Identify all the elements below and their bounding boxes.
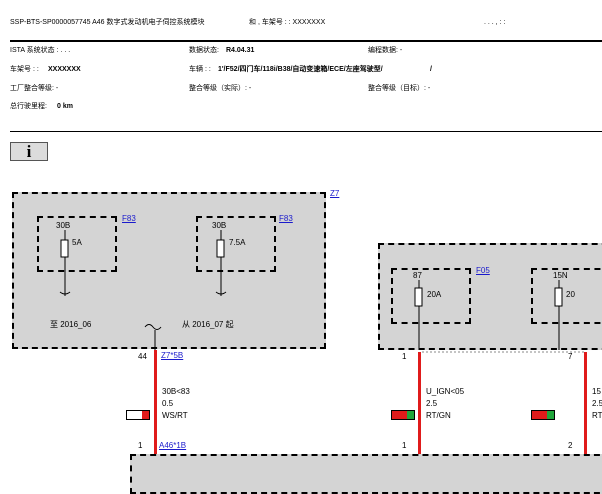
fuse-link-f05[interactable]: F05: [476, 266, 490, 275]
wire3-color-chip: [531, 410, 555, 420]
wire-2[interactable]: [418, 352, 421, 454]
doc-title-marks: . . . , : :: [484, 19, 506, 26]
until-2016-06-label: 至 2016_06: [50, 320, 92, 329]
connector-link-z7-5b[interactable]: Z7*5B: [161, 351, 184, 360]
fuse3-rating: 20A: [427, 290, 442, 299]
data-status-value: R4.04.31: [226, 47, 255, 54]
fuse2-symbol: [216, 239, 225, 258]
fuse-box-3: [391, 268, 471, 324]
fuse1-terminal: 30B: [56, 221, 71, 230]
data-status-label: 数据状态:: [189, 47, 219, 54]
wire2-section: 2.5: [426, 399, 438, 408]
wire3-section: 2.5: [592, 399, 602, 408]
wire1-color-code: WS/RT: [162, 411, 188, 420]
info-button[interactable]: i: [10, 142, 48, 161]
header-divider: [10, 40, 602, 42]
wire2-color-chip: [391, 410, 415, 420]
fuse1-rating: 5A: [72, 238, 82, 247]
level-target: 整合等级（目标）: -: [368, 85, 431, 92]
fuse-box-1: [37, 216, 117, 272]
plant-level: 工厂整合等级: -: [10, 85, 59, 92]
info-icon: i: [26, 141, 32, 161]
doc-title-vin: 和 , 车架号 : : XXXXXXX: [249, 19, 326, 26]
fuse2-terminal: 30B: [212, 221, 227, 230]
vehicle-label: 车辆 : :: [189, 66, 211, 73]
wire1-section: 0.5: [162, 399, 174, 408]
vin-label: 车架号 : :: [10, 66, 39, 73]
wire1-signal: 30B<83: [162, 387, 190, 396]
fuse2-rating: 7.5A: [229, 238, 246, 247]
wire3-pin-bottom: 2: [568, 441, 573, 450]
diagram-graphics: [59, 230, 585, 353]
wire3-pin-top: 7: [568, 352, 573, 361]
fuse-link-f83-2[interactable]: F83: [279, 214, 293, 223]
fuse4-symbol: [554, 287, 563, 307]
wire2-color-code: RT/GN: [426, 411, 451, 420]
wire1-pin-top: 44: [138, 352, 147, 361]
fuse4-terminal: 15N: [553, 271, 568, 280]
mileage-label: 总行驶里程:: [10, 103, 47, 110]
fuse-box-4: [531, 268, 602, 324]
fuse-box-2: [196, 216, 276, 272]
info-divider: [10, 131, 602, 132]
from-2016-07-label: 从 2016_07 起: [182, 320, 234, 329]
wire3-signal: 15: [592, 387, 601, 396]
a46-module-box: [130, 454, 602, 494]
fuse1-symbol: [60, 239, 69, 258]
wire1-pin-bottom: 1: [138, 441, 143, 450]
vehicle-value: 1'/F52/四门车/118i/B38/自动变速箱/ECE/左座驾驶型/: [218, 66, 383, 73]
vin-value: XXXXXXX: [48, 66, 81, 73]
fuse-link-f83-1[interactable]: F83: [122, 214, 136, 223]
fuse3-symbol: [414, 287, 423, 307]
wire2-signal: U_IGN<05: [426, 387, 465, 396]
z7-link[interactable]: Z7: [330, 189, 340, 198]
wire-1[interactable]: [154, 350, 157, 454]
wire-3[interactable]: [584, 352, 587, 454]
level-actual: 整合等级（实际）: -: [189, 85, 252, 92]
doc-title: SSP-BTS-SP0000057745 A46 数字式发动机电子伺控系统模块: [10, 19, 205, 26]
ista-status: ISTA 系统状态 : . . .: [10, 47, 71, 54]
wire2-pin-top: 1: [402, 352, 407, 361]
fuse4-rating: 20: [566, 290, 575, 299]
programming-data: 编程数据: -: [368, 47, 403, 54]
mileage-value: 0 km: [57, 103, 73, 110]
wire1-color-chip: [126, 410, 150, 420]
fuse3-terminal: 87: [413, 271, 422, 280]
vehicle-tail: /: [430, 66, 432, 73]
wire3-color-code: RT: [592, 411, 602, 420]
connector-link-a46-1b[interactable]: A46*1B: [159, 441, 187, 450]
wire2-pin-bottom: 1: [402, 441, 407, 450]
